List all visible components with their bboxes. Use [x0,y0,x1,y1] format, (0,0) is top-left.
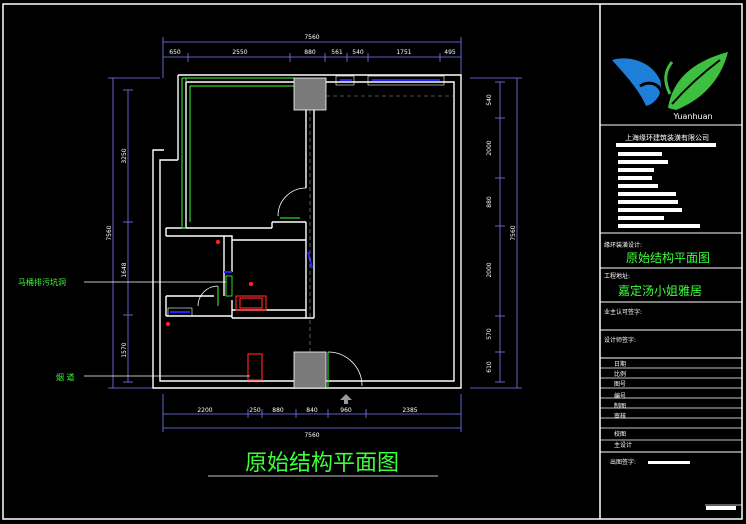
label-toilet-pit: 马桶排污坑洞 [18,277,66,287]
dim-right-1: 2000 [486,140,493,155]
dim-right-0: 540 [486,94,493,106]
issue-sign-label: 出图签字: [610,458,636,466]
company-name: 上海缘环建筑装潢有限公司 [625,133,709,142]
row-scale: 比例 [614,370,626,378]
walls [152,74,462,389]
drawing-frame [2,3,743,520]
dim-bottom-3: 840 [306,407,318,414]
dim-bottom-total: 7560 [304,432,319,439]
dim-right-total: 7560 [510,225,517,240]
dim-right-3: 2000 [486,262,493,277]
row-drafter: 制图 [614,402,626,410]
dim-top-1: 2550 [232,49,247,56]
fixtures [165,239,267,381]
dim-right-5: 610 [486,361,493,373]
row-date: 日期 [614,360,626,368]
dim-top-5: 1751 [396,49,411,56]
company-info-redacted [618,152,700,228]
structural-column-bottom [293,351,327,389]
title-block-drawing-name: 原始结构平面图 [626,250,710,265]
project-label: 工程地址: [604,272,630,280]
dim-bottom-0: 2200 [197,407,212,414]
label-flue: 烟 道 [56,372,75,382]
designer-sign-label: 设计师签字: [604,336,636,344]
door-swings [197,187,363,387]
dim-right-4: 570 [486,328,493,340]
dim-left-1: 1648 [121,262,128,277]
dim-left-0: 3250 [121,148,128,163]
windows [170,79,440,313]
row-drawing-no: 图号 [614,381,626,388]
dim-top-4: 540 [352,49,364,56]
dim-bottom-2: 880 [272,407,284,414]
dimension-labels: 7560 650 2550 880 561 540 1751 495 2200 … [106,34,517,439]
structural-column-top [293,77,327,111]
title-block: Yuanhuan 上海缘环建筑装潢有限公司 缘环装潢设计: 原始结构平面图 工程… [600,52,742,510]
dim-bottom-5: 2385 [402,407,417,414]
dim-top-0: 650 [169,49,181,56]
green-outline [181,77,329,388]
annotation-leaders [84,281,250,377]
toilet-pit-marker [225,275,233,297]
entrance-arrow-icon [340,394,352,404]
company-logo [612,52,728,110]
row-lead-designer: 主设计 [614,441,632,449]
dim-right-2: 880 [486,196,493,208]
row-number: 编号 [614,392,626,400]
dimensions [108,37,522,432]
centerlines [309,95,454,352]
project-name: 嘉定汤小姐雅居 [618,283,702,298]
dim-left-total: 7560 [106,225,113,240]
logo-text: Yuanhuan [672,112,712,121]
dim-left-2: 1570 [121,342,128,357]
dim-top-6: 495 [444,49,456,56]
row-checker: 校图 [614,430,626,438]
designer-label: 缘环装潢设计: [604,241,642,249]
dim-bottom-4: 960 [340,407,352,414]
window-panes [167,75,445,317]
dim-top-total: 7560 [304,34,319,41]
dim-bottom-1: 250 [249,407,261,414]
drawing-main-title: 原始结构平面图 [245,451,399,476]
dim-top-2: 880 [304,49,316,56]
dim-top-3: 561 [331,49,343,56]
owner-sign-label: 业主认可签字: [604,308,642,316]
row-reviewer: 审核 [614,412,626,420]
